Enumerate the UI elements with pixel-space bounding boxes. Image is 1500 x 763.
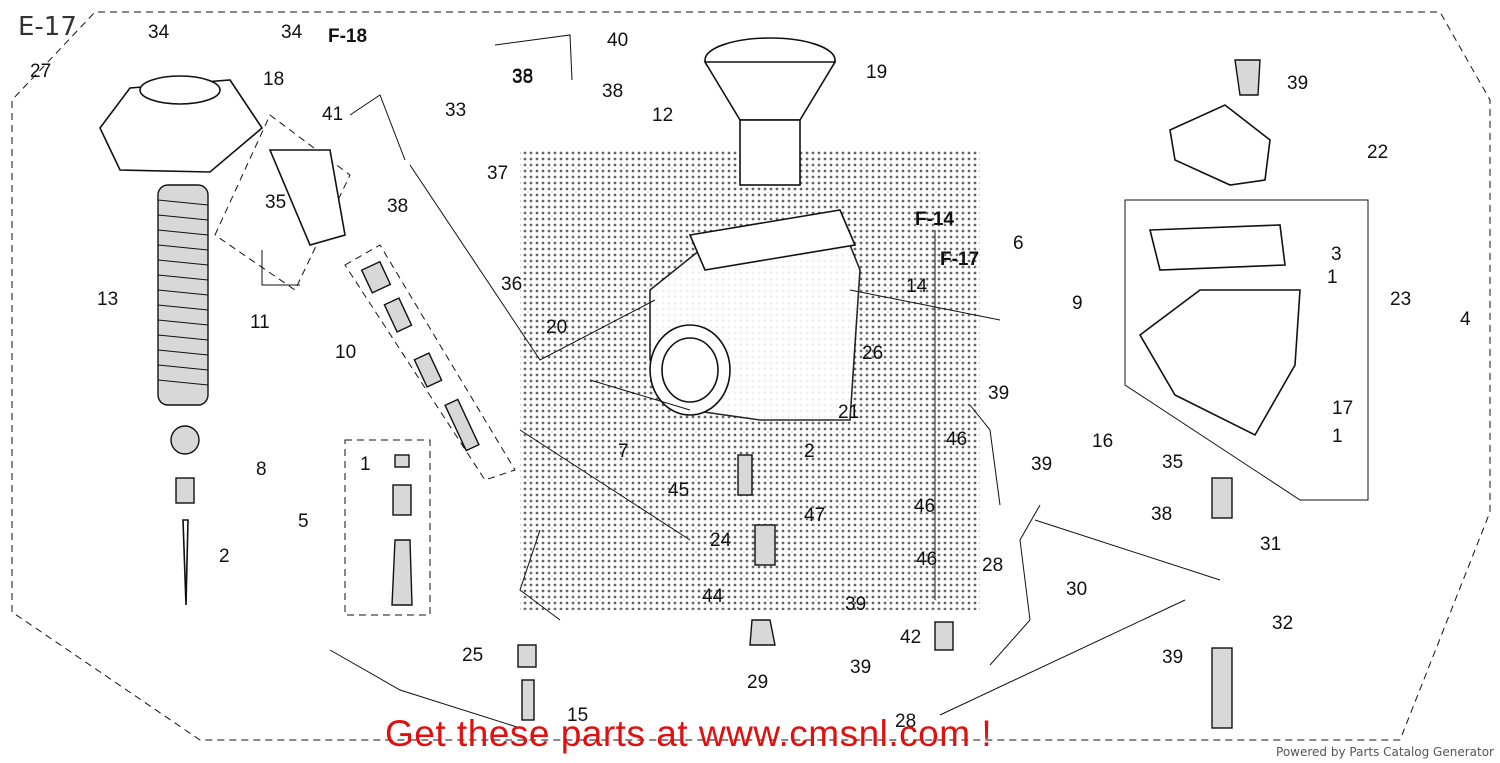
callout-label[interactable]: 21 bbox=[838, 402, 859, 423]
callout-label[interactable]: F-14 bbox=[915, 209, 955, 230]
callout-label[interactable]: 34 bbox=[281, 22, 303, 43]
callout-label[interactable]: 30 bbox=[1066, 579, 1087, 600]
callout-label[interactable]: 3 bbox=[1331, 244, 1342, 265]
callout-label[interactable]: 46 bbox=[946, 429, 967, 450]
callout-label[interactable]: 40 bbox=[607, 30, 628, 51]
callout-label[interactable]: 38 bbox=[512, 67, 533, 88]
callout-label[interactable]: 2 bbox=[219, 546, 230, 567]
callout-label[interactable]: 46 bbox=[916, 549, 937, 570]
callout-label[interactable]: 39 bbox=[1287, 73, 1308, 94]
callout-label[interactable]: 39 bbox=[1162, 647, 1183, 668]
credit-text: Powered by Parts Catalog Generator bbox=[1276, 745, 1494, 759]
callout-label[interactable]: 16 bbox=[1092, 431, 1113, 452]
callout-label[interactable]: 25 bbox=[462, 645, 483, 666]
callout-label[interactable]: 24 bbox=[710, 530, 732, 551]
callout-label[interactable]: 34 bbox=[148, 22, 170, 43]
callout-label[interactable]: 1 bbox=[360, 454, 371, 475]
callout-label[interactable]: 27 bbox=[30, 61, 51, 82]
callout-label[interactable]: 38 bbox=[1151, 504, 1172, 525]
promo-banner[interactable]: Get these parts at www.cmsnl.com ! bbox=[385, 713, 993, 754]
callout-label[interactable]: 47 bbox=[804, 505, 825, 526]
callout-label[interactable]: 17 bbox=[1332, 398, 1353, 419]
callout-label[interactable]: 1 bbox=[1327, 267, 1338, 288]
callout-label[interactable]: 31 bbox=[1260, 534, 1281, 555]
callout-label[interactable]: 41 bbox=[322, 104, 343, 125]
callout-label[interactable]: 5 bbox=[298, 511, 309, 532]
funnel-part bbox=[703, 37, 837, 186]
callout-label[interactable]: 39 bbox=[845, 594, 866, 615]
callout-label[interactable]: 38 bbox=[512, 66, 533, 87]
jet-needle-part bbox=[182, 519, 189, 606]
callout-label[interactable]: 39 bbox=[1031, 454, 1052, 475]
callout-label[interactable]: 14 bbox=[906, 276, 928, 297]
callout-label[interactable]: 32 bbox=[1272, 613, 1293, 634]
callout-label[interactable]: 38 bbox=[602, 81, 623, 102]
ref-label[interactable]: F-17 bbox=[940, 249, 979, 270]
callout-label[interactable]: 22 bbox=[1367, 142, 1388, 163]
callout-label[interactable]: 46 bbox=[914, 496, 935, 517]
diagram-code: E-17 bbox=[18, 12, 77, 42]
callout-label[interactable]: 15 bbox=[567, 705, 588, 726]
callout-label[interactable]: 42 bbox=[900, 627, 921, 648]
outer-frame bbox=[11, 11, 1491, 741]
callout-label[interactable]: 13 bbox=[97, 289, 118, 310]
callout-label[interactable]: 8 bbox=[256, 459, 267, 480]
callout-label[interactable]: 18 bbox=[263, 69, 284, 90]
ref-label[interactable]: F-14 bbox=[915, 209, 955, 230]
callout-label[interactable]: 7 bbox=[618, 441, 629, 462]
callout-label[interactable]: 29 bbox=[747, 672, 768, 693]
callout-label[interactable]: 39 bbox=[988, 383, 1009, 404]
callout-label[interactable]: 4 bbox=[1460, 309, 1471, 330]
callout-label[interactable]: 11 bbox=[250, 312, 270, 333]
needle-holder-part bbox=[170, 425, 200, 455]
callout-label[interactable]: 38 bbox=[387, 196, 408, 217]
callout-label[interactable]: 20 bbox=[546, 317, 567, 338]
callout-label[interactable]: 35 bbox=[1162, 452, 1183, 473]
ref-label[interactable]: F-18 bbox=[328, 26, 367, 47]
callout-label[interactable]: 1 bbox=[1332, 426, 1343, 447]
callout-label[interactable]: 23 bbox=[1390, 289, 1411, 310]
callout-label[interactable]: 9 bbox=[1072, 293, 1083, 314]
callout-label[interactable]: 37 bbox=[487, 163, 508, 184]
callout-label[interactable]: 6 bbox=[1013, 233, 1024, 254]
needle-spring-part bbox=[175, 477, 195, 504]
callout-label[interactable]: 2 bbox=[804, 441, 815, 462]
callout-label[interactable]: 28 bbox=[895, 711, 916, 732]
callout-label[interactable]: 12 bbox=[652, 105, 673, 126]
callout-label[interactable]: 35 bbox=[265, 192, 286, 213]
callout-label[interactable]: 33 bbox=[445, 100, 466, 121]
spring-part bbox=[157, 184, 209, 406]
callout-label[interactable]: 10 bbox=[335, 342, 356, 363]
callout-label[interactable]: 28 bbox=[982, 555, 1003, 576]
callout-label[interactable]: 36 bbox=[501, 274, 522, 295]
callout-label[interactable]: 39 bbox=[850, 657, 871, 678]
callout-label[interactable]: 45 bbox=[668, 480, 689, 501]
callout-label[interactable]: 44 bbox=[702, 586, 724, 607]
callout-label[interactable]: 19 bbox=[866, 62, 887, 83]
carburetor-body-part bbox=[649, 209, 861, 421]
callout-label[interactable]: 26 bbox=[862, 343, 883, 364]
top-cover-part bbox=[99, 75, 264, 173]
